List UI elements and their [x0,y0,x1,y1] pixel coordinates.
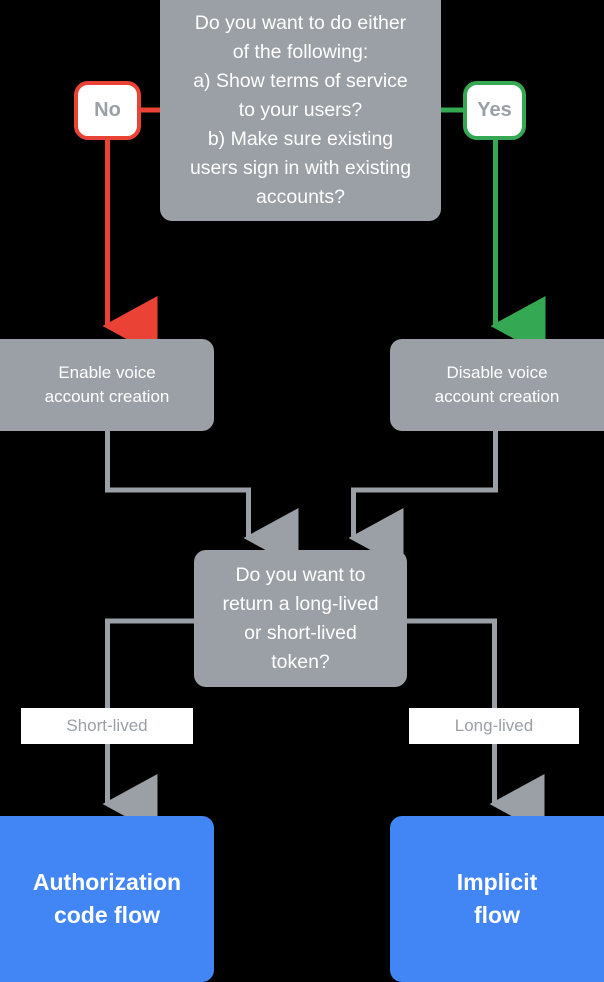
action-node-enable-voice-account-creation[interactable]: Enable voice account creation [0,339,214,431]
terminal-node-implicit-flow[interactable]: Implicit flow [390,816,604,982]
branch-badge-no[interactable]: No [74,81,141,140]
action-node-disable-voice-account-creation[interactable]: Disable voice account creation [390,339,604,431]
edge-label-long-lived-text: Long-lived [454,716,534,735]
decision-node-token-lifetime[interactable]: Do you want to return a long-lived or sh… [194,550,407,687]
branch-badge-no-label: No [94,99,121,121]
connector-enable-to-mid [105,431,299,568]
decision-node-terms-and-existing-users[interactable]: Do you want to do either of the followin… [160,0,441,221]
branch-badge-yes-label: Yes [477,99,512,121]
branch-badge-yes[interactable]: Yes [463,81,526,140]
action-node-enable-voice-account-creation-text: Enable voice account creation [44,363,170,406]
action-node-disable-voice-account-creation-text: Disable voice account creation [434,363,560,406]
decision-node-token-lifetime-text: Do you want to return a long-lived or sh… [222,563,379,673]
terminal-node-authorization-code-flow[interactable]: Authorization code flow [0,816,214,982]
edge-label-short-lived: Short-lived [21,708,193,744]
terminal-node-authorization-code-flow-text: Authorization code flow [32,869,182,928]
edge-label-short-lived-text: Short-lived [66,716,148,735]
connector-disable-to-mid [348,431,498,568]
edge-label-long-lived: Long-lived [409,708,579,744]
decision-node-terms-and-existing-users-text: Do you want to do either of the followin… [189,12,412,208]
terminal-node-implicit-flow-text: Implicit flow [456,869,538,928]
